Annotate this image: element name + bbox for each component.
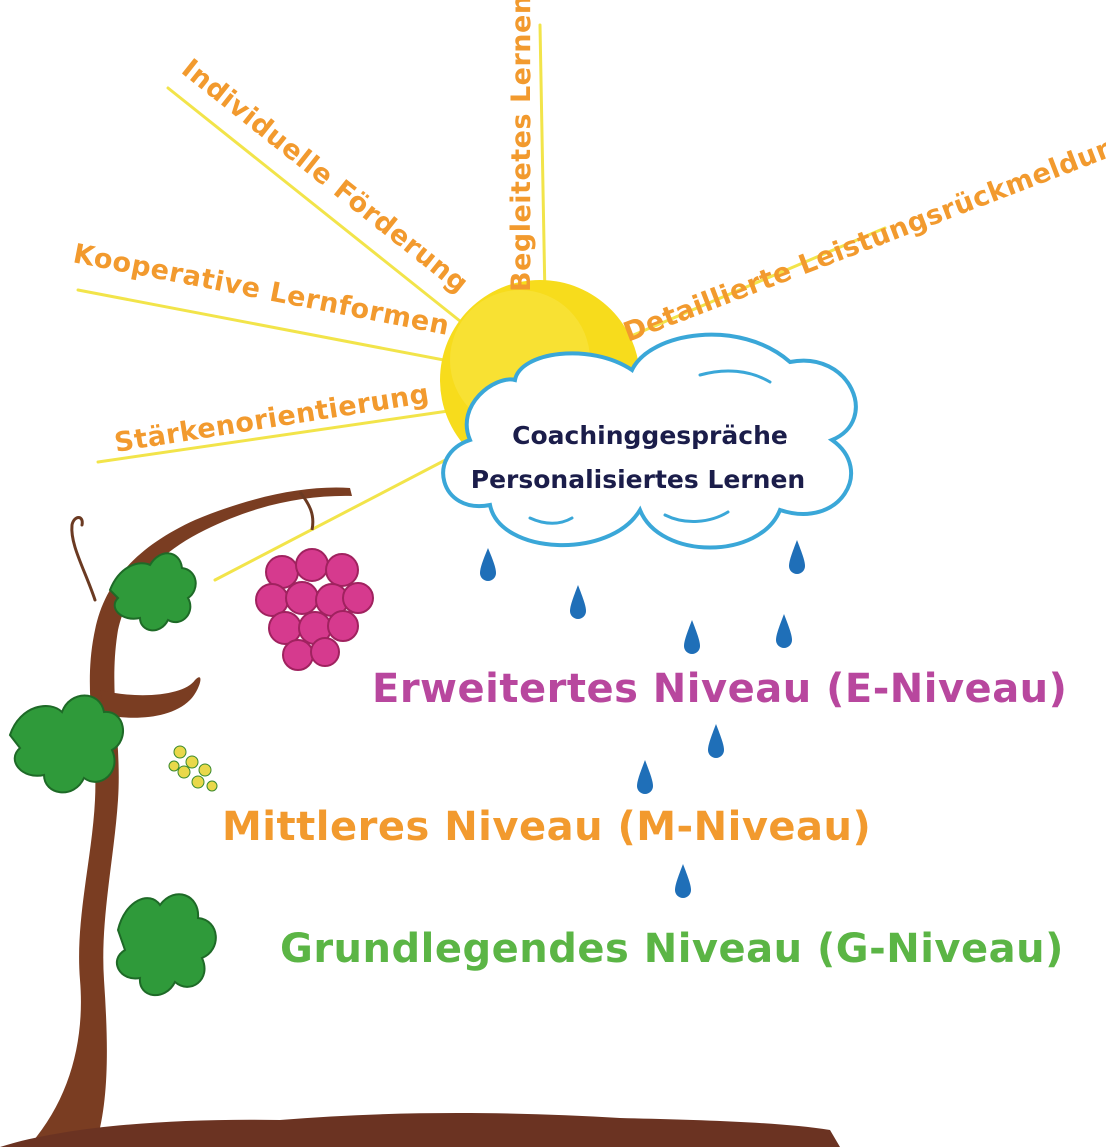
drop-icon	[789, 540, 805, 574]
ray-label-begleitet: Begleitetes Lernen	[506, 0, 537, 292]
leaf-icon	[8, 694, 124, 794]
leaves	[8, 552, 217, 997]
ray-line-leistung	[608, 226, 887, 347]
rain-drops	[480, 540, 805, 898]
leaf-icon	[108, 552, 197, 632]
leaf-icon	[115, 893, 217, 997]
ray-line-lower	[213, 453, 457, 582]
drop-icon	[675, 864, 691, 898]
cloud: Coachinggespräche Personalisiertes Lerne…	[441, 332, 858, 550]
ray-label-individuell: Individuelle Förderung	[176, 53, 474, 299]
ray-line-individuell	[166, 86, 492, 347]
vine	[28, 487, 352, 1147]
grape-cluster	[255, 548, 374, 671]
drop-icon	[637, 760, 653, 794]
vine-trunk	[28, 487, 352, 1147]
drop-icon	[480, 548, 496, 581]
ray-label-leistung: Detaillierte Leistungsrückmeldung	[619, 124, 1106, 348]
blossom	[168, 745, 218, 792]
cloud-line-1: Coachinggespräche	[512, 421, 788, 450]
ray-label-staerke: Stärkenorientierung	[112, 378, 431, 458]
sun-rays	[76, 23, 887, 582]
drop-icon	[570, 585, 586, 619]
level-m-label: Mittleres Niveau (M-Niveau)	[222, 804, 872, 850]
level-e-label: Erweitertes Niveau (E-Niveau)	[372, 666, 1068, 712]
cloud-shape	[441, 332, 858, 550]
cloud-line-2: Personalisiertes Lernen	[471, 465, 805, 494]
drop-icon	[684, 620, 700, 654]
drop-icon	[708, 724, 724, 758]
ray-line-staerke	[96, 408, 457, 464]
soil	[0, 1113, 840, 1147]
ray-line-kooperativ	[76, 288, 472, 367]
tendril	[298, 491, 315, 531]
ray-line-begleitet	[538, 23, 547, 300]
drop-icon	[776, 614, 792, 648]
tendril	[70, 516, 97, 602]
level-g-label: Grundlegendes Niveau (G-Niveau)	[280, 926, 1064, 972]
